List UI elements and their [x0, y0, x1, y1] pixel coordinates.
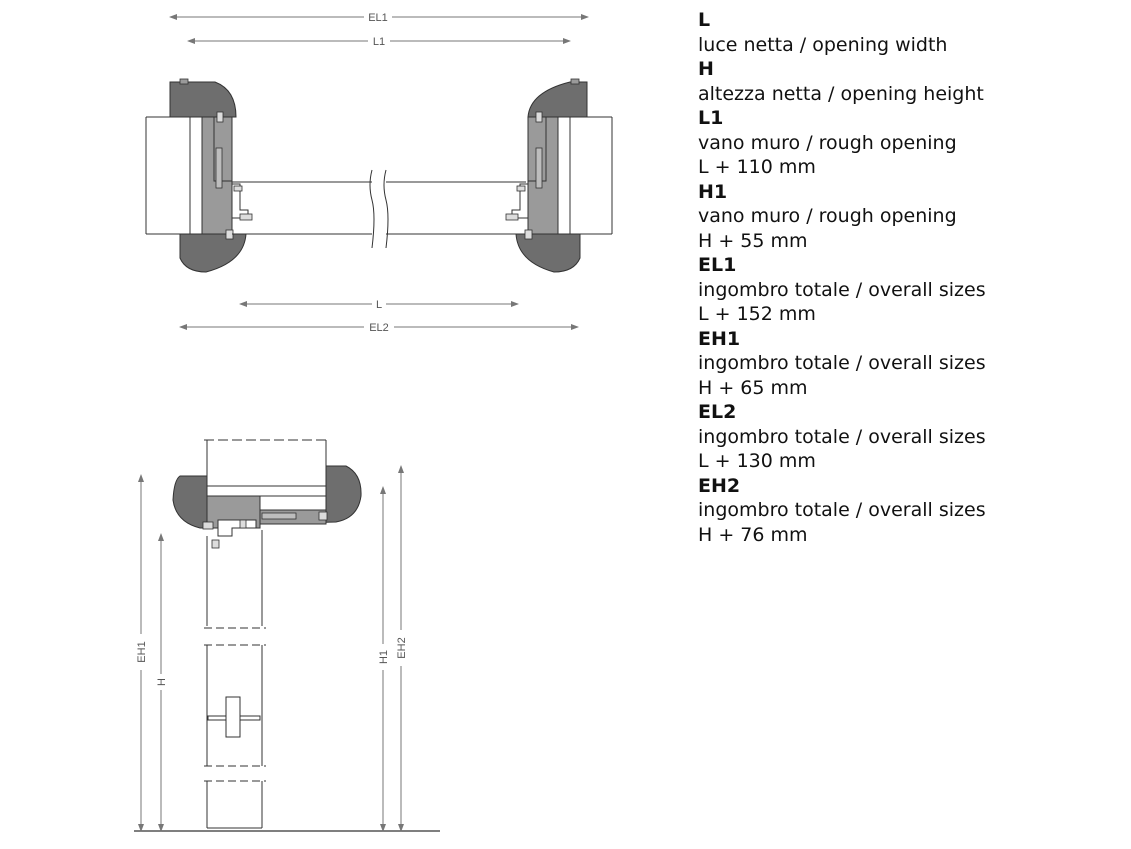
- plan-door-leaf: [232, 169, 526, 249]
- legend-description: ingombro totale / overall sizes: [698, 425, 986, 448]
- dim-label-h: H: [156, 678, 168, 686]
- dimension-el2: EL2: [179, 319, 579, 334]
- dimension-el1: EL1: [169, 9, 589, 24]
- section-wall-top: [204, 439, 330, 487]
- legend-entry-el2: EL2 ingombro totale / overall sizes L + …: [698, 400, 1118, 474]
- legend-code: EH2: [698, 474, 741, 497]
- legend-entry-h: H altezza netta / opening height: [698, 57, 1118, 106]
- dimension-h1: H1: [376, 486, 390, 832]
- legend-formula: L + 152 mm: [698, 303, 816, 325]
- plan-view: EL1 L1: [145, 9, 613, 334]
- legend-code: L1: [698, 107, 724, 129]
- dim-label-eh2: EH2: [396, 637, 408, 658]
- legend-code: EH1: [698, 327, 741, 350]
- legend-entry-l1: L1 vano muro / rough opening L + 110 mm: [698, 106, 1118, 180]
- legend-entry-eh1: EH1 ingombro totale / overall sizes H + …: [698, 327, 1118, 401]
- dimension-eh2: EH2: [394, 465, 408, 832]
- section-head-casing: [172, 465, 362, 549]
- legend-entry-l: L luce netta / opening width: [698, 8, 1118, 57]
- dim-label-el1: EL1: [368, 12, 388, 24]
- legend-code: EL1: [698, 254, 737, 276]
- legend-formula: H + 65 mm: [698, 376, 808, 399]
- legend-formula: L + 110 mm: [698, 156, 816, 178]
- legend-description: ingombro totale / overall sizes: [698, 278, 986, 301]
- handle-plate: [225, 696, 241, 738]
- legend-description: vano muro / rough opening: [698, 205, 957, 227]
- dim-label-l: L: [376, 299, 382, 311]
- legend-description: vano muro / rough opening: [698, 131, 957, 154]
- legend-code: EL2: [698, 401, 737, 423]
- dim-label-el2: EL2: [369, 322, 389, 334]
- legend-entry-h1: H1 vano muro / rough opening H + 55 mm: [698, 180, 1118, 254]
- legend-description: ingombro totale / overall sizes: [698, 499, 986, 521]
- plan-right-jamb: [505, 78, 588, 273]
- legend-code: H1: [698, 180, 728, 203]
- plan-left-jamb: [169, 78, 253, 273]
- dimension-legend: L luce netta / opening width H altezza n…: [698, 8, 1118, 547]
- dim-label-l1: L1: [373, 36, 385, 48]
- legend-code: H: [698, 58, 714, 80]
- legend-formula: L + 130 mm: [698, 450, 816, 472]
- plan-left-wall: [145, 116, 203, 235]
- dimension-eh1: EH1: [134, 474, 148, 832]
- dimension-l1: L1: [187, 33, 571, 48]
- section-door-leaf: [204, 530, 266, 829]
- dimension-h: H: [154, 533, 168, 832]
- section-view: EH1 H H1 EH2: [134, 439, 440, 832]
- legend-entry-eh2: EH2 ingombro totale / overall sizes H + …: [698, 474, 1118, 548]
- dim-label-h1: H1: [378, 650, 390, 664]
- legend-formula: H + 55 mm: [698, 229, 808, 252]
- dimension-l: L: [239, 296, 519, 311]
- dim-label-eh1: EH1: [136, 641, 148, 662]
- legend-description: ingombro totale / overall sizes: [698, 352, 986, 374]
- legend-entry-el1: EL1 ingombro totale / overall sizes L + …: [698, 253, 1118, 327]
- plan-right-wall: [557, 116, 613, 235]
- legend-description: luce netta / opening width: [698, 33, 948, 56]
- legend-description: altezza netta / opening height: [698, 82, 984, 105]
- legend-code: L: [698, 9, 711, 31]
- legend-formula: H + 76 mm: [698, 523, 808, 546]
